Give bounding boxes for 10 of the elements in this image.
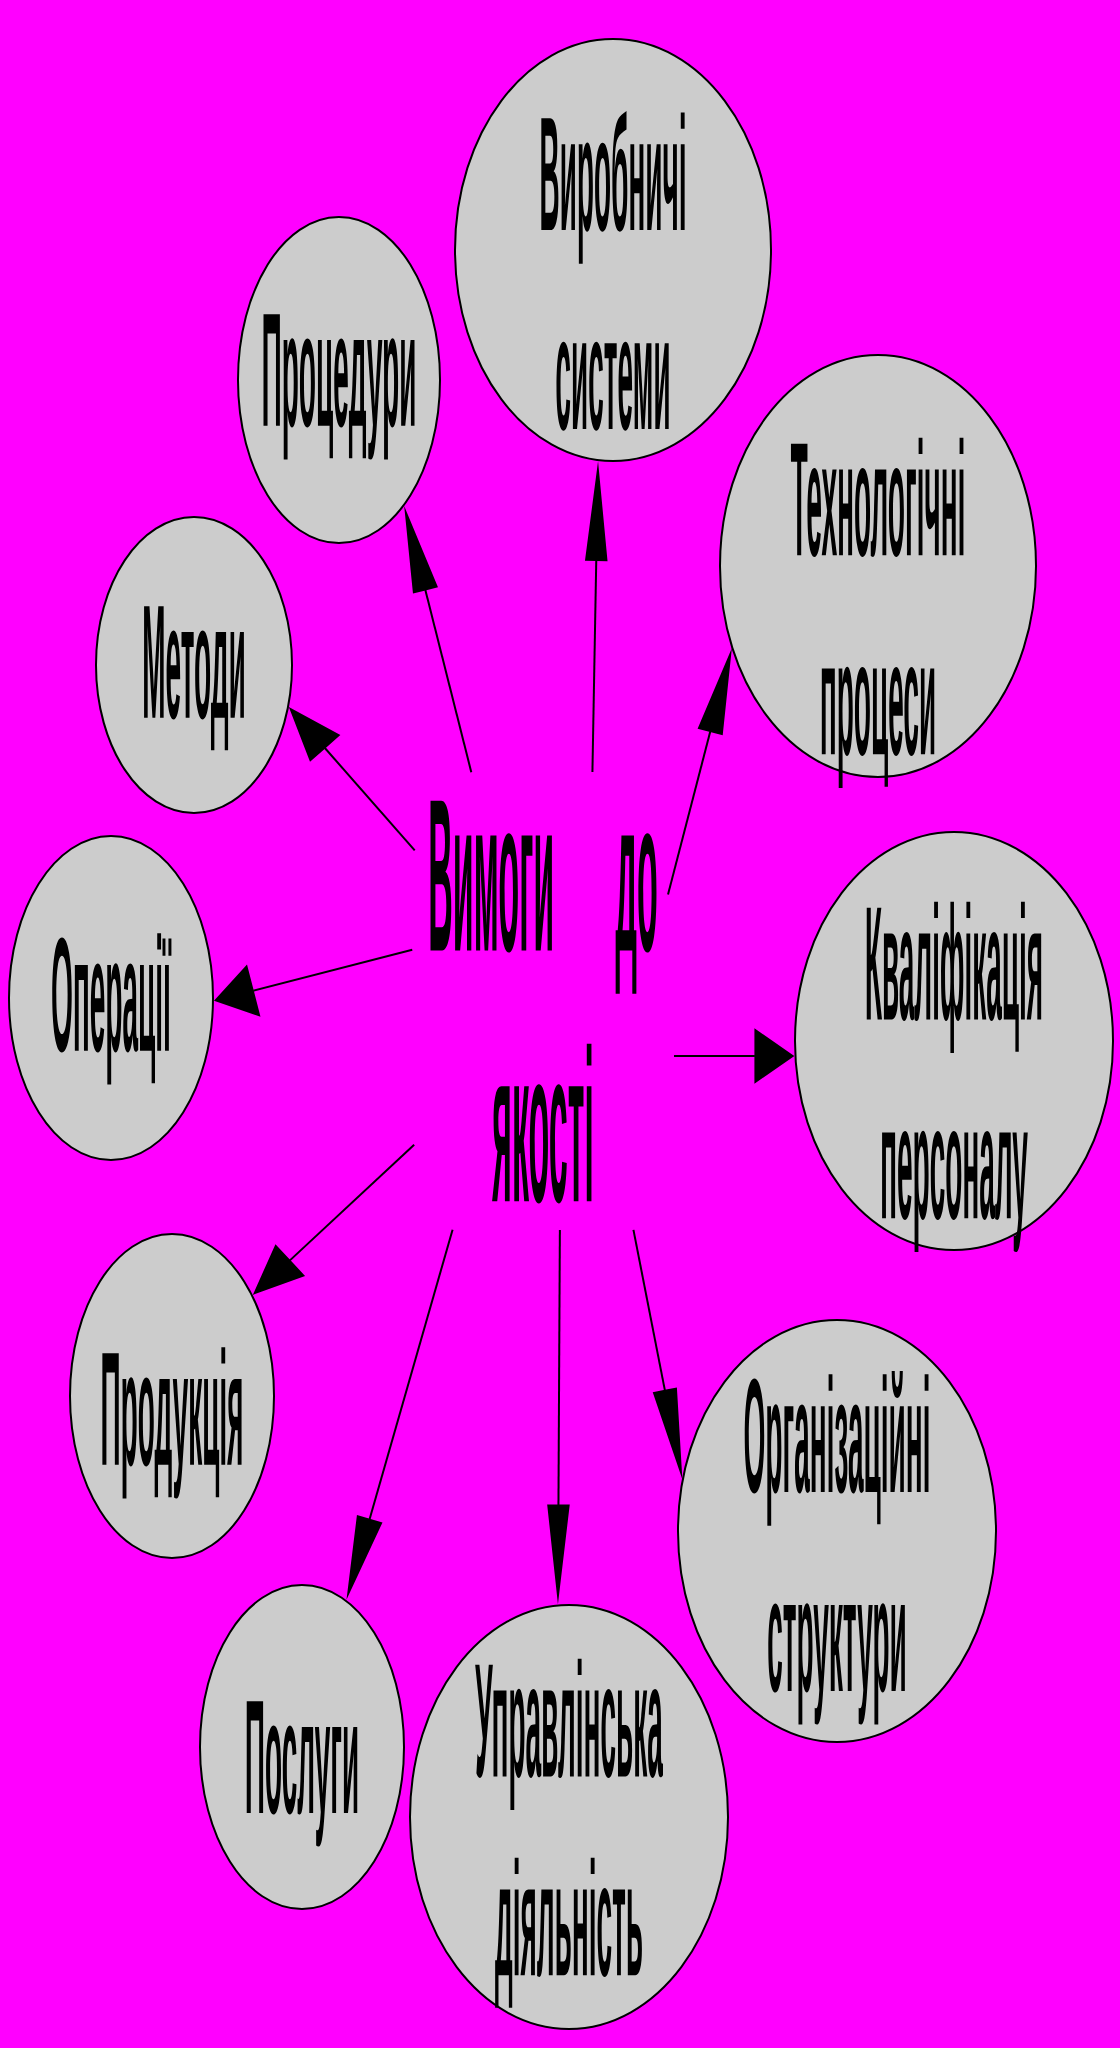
ellipse-node: Виробничі системи <box>454 38 772 462</box>
ellipse-node: Послуги <box>199 1584 405 1910</box>
ellipse-node: Організаційні структури <box>677 1319 997 1743</box>
ellipse-node: Кваліфікація персоналу <box>794 831 1114 1252</box>
ellipse-node: Процедури <box>237 216 441 544</box>
ellipse-node: Управлінська діяльність <box>409 1604 729 2030</box>
ellipse-node: Продукція <box>69 1233 275 1559</box>
ellipse-node: Операції <box>8 835 214 1161</box>
central-label: Вимоги до якості <box>430 800 657 1204</box>
ellipse-node: Методи <box>95 516 293 814</box>
